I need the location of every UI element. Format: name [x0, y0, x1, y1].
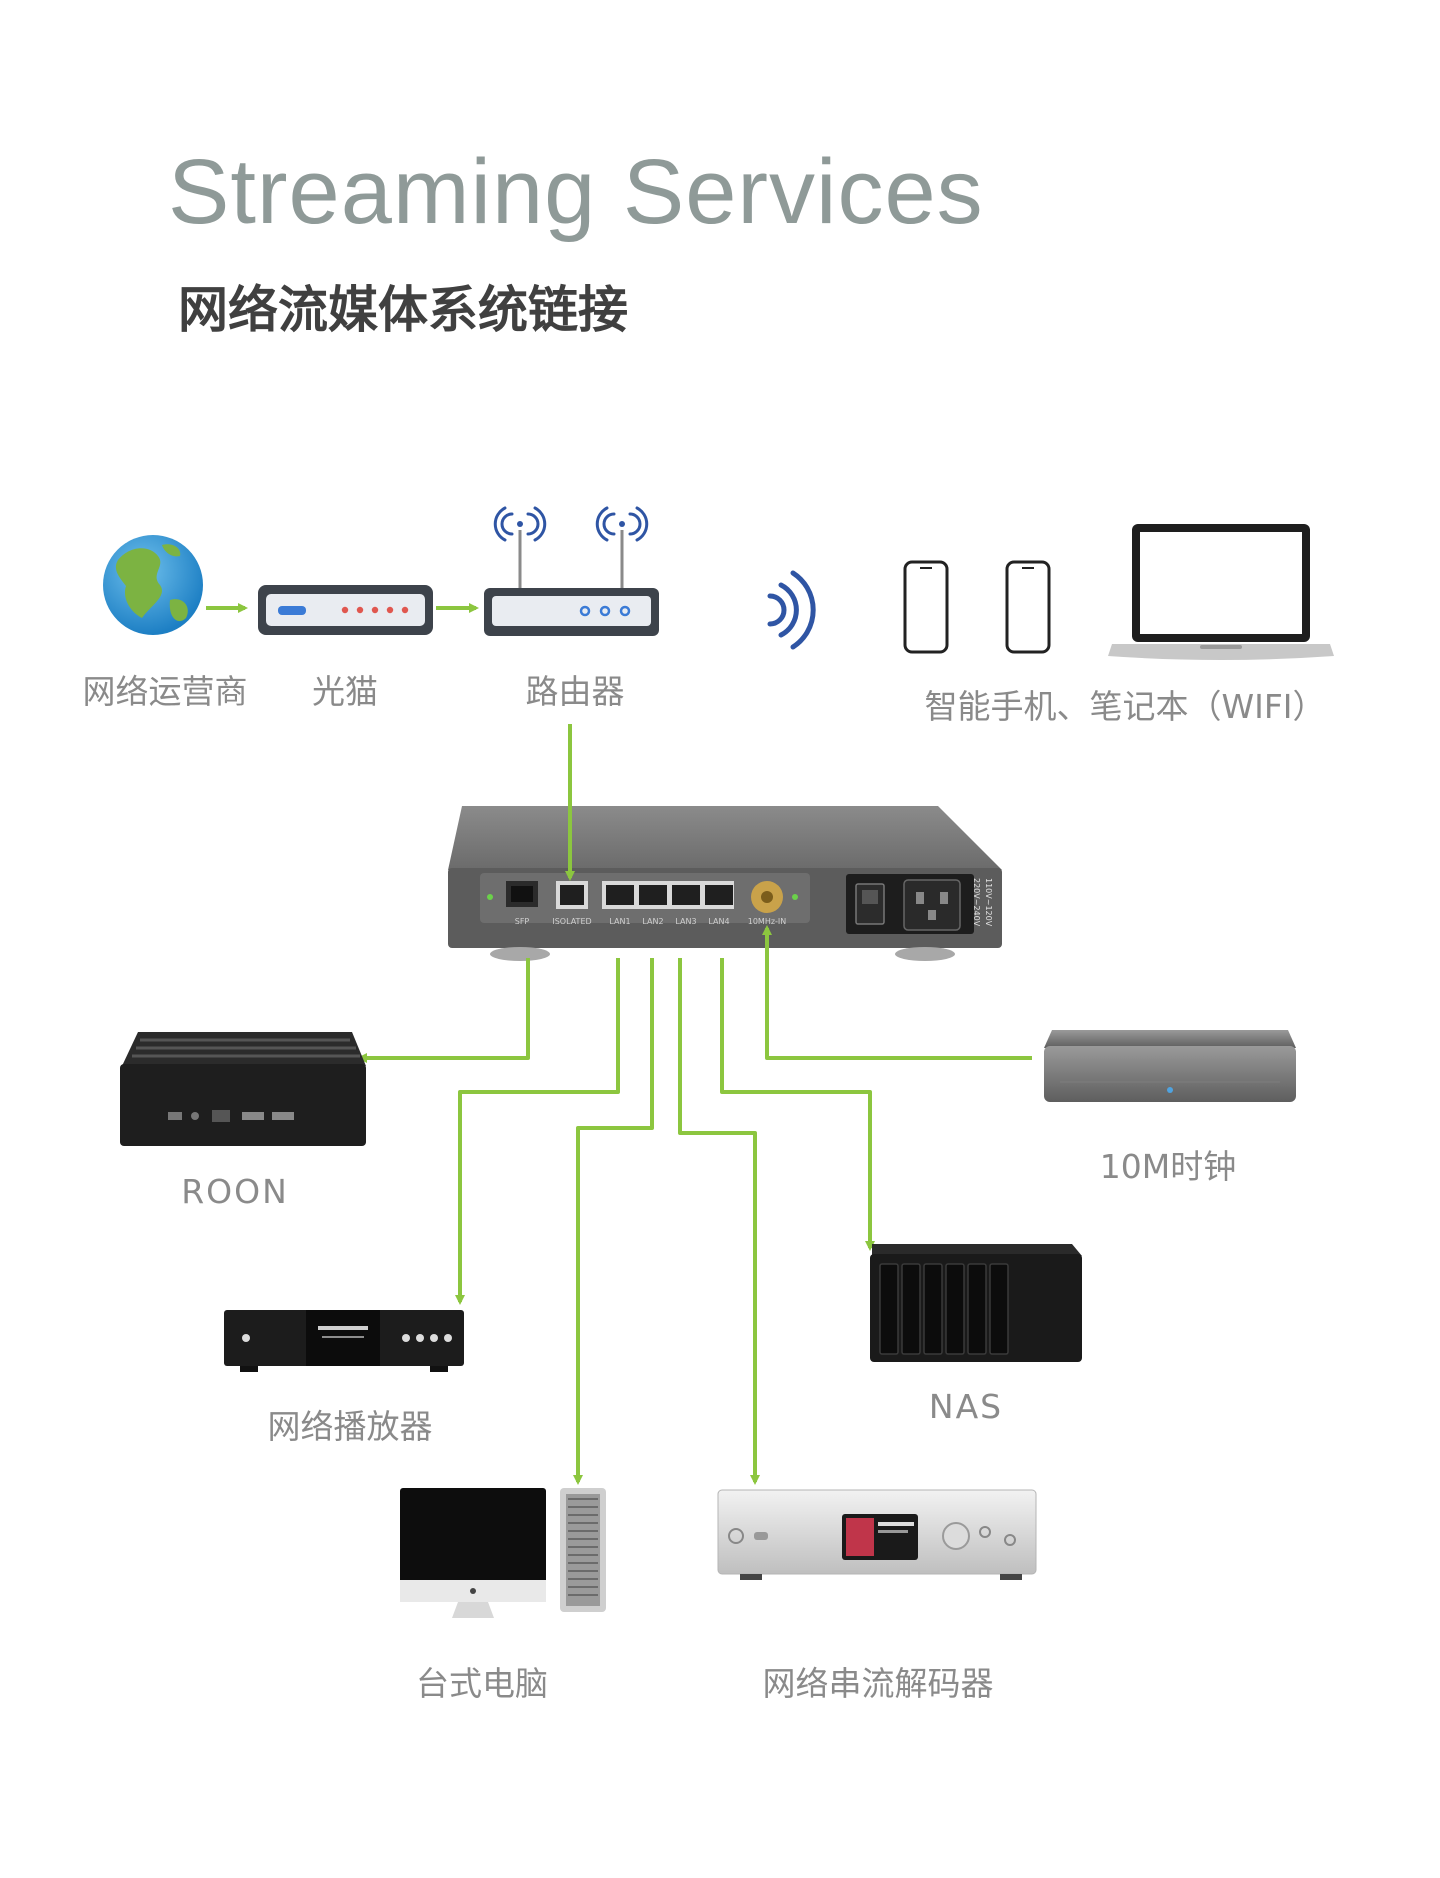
port-lan2: [639, 885, 667, 905]
switch-icon: SFP ISOLATED LAN1 LAN2 LAN3 LAN4 10MHz-I…: [448, 806, 1002, 961]
label-desktop: 台式电脑: [416, 1664, 548, 1703]
page-title: Streaming Services: [168, 141, 984, 243]
router-icon: [484, 506, 659, 636]
label-dac: 网络串流解码器: [762, 1664, 994, 1703]
link-switch-dac: [678, 958, 760, 1485]
port-label-lan1: LAN1: [609, 917, 630, 926]
smartphone-icon: [903, 560, 949, 654]
port-label-lan4: LAN4: [708, 917, 729, 926]
wifi-signal-icon: [767, 570, 816, 650]
smartphone-icon: [1005, 560, 1051, 654]
port-10mhz: [751, 881, 783, 913]
label-nas: NAS: [928, 1387, 1004, 1426]
label-network-player: 网络播放器: [267, 1407, 433, 1446]
port-label-lan3: LAN3: [675, 917, 696, 926]
page-subtitle: 网络流媒体系统链接: [178, 281, 628, 339]
port-label-sfp: SFP: [515, 917, 530, 926]
dac-icon: [717, 1489, 1037, 1580]
port-label-isolated: ISOLATED: [552, 917, 591, 926]
label-wifi-devices: 智能手机、笔记本（WIFI）: [924, 687, 1326, 726]
link-clock-switch: [762, 925, 1032, 1060]
port-label-lan2: LAN2: [642, 917, 663, 926]
link-switch-roon: [357, 958, 530, 1063]
laptop-icon: [1108, 524, 1334, 660]
label-router: 路由器: [525, 672, 625, 711]
voltage-label-2: 220V~240V: [972, 878, 981, 927]
port-sfp: [506, 881, 538, 907]
link-switch-network-player: [455, 958, 620, 1305]
link-switch-nas: [720, 958, 875, 1251]
power-module: [846, 874, 974, 934]
network-player-icon: [224, 1310, 464, 1372]
monitor-icon: [400, 1488, 546, 1618]
label-roon: ROON: [181, 1172, 289, 1211]
voltage-label: 110V~120V: [984, 878, 993, 927]
modem-icon: [258, 585, 433, 635]
port-label-10mhz: 10MHz-IN: [748, 917, 787, 926]
port-lan4: [705, 885, 733, 905]
port-lan3: [672, 885, 700, 905]
nas-icon: [870, 1244, 1082, 1362]
tower-pc-icon: [560, 1488, 606, 1612]
label-isp: 网络运营商: [82, 672, 248, 711]
port-isolated: [556, 881, 588, 909]
globe-icon: [103, 535, 203, 635]
port-lan1: [606, 885, 634, 905]
label-modem: 光猫: [312, 672, 378, 711]
link-switch-desktop: [573, 958, 654, 1485]
master-clock-icon: [1044, 1030, 1296, 1102]
roon-server-icon: [120, 1032, 366, 1146]
label-clock: 10M时钟: [1099, 1147, 1237, 1186]
